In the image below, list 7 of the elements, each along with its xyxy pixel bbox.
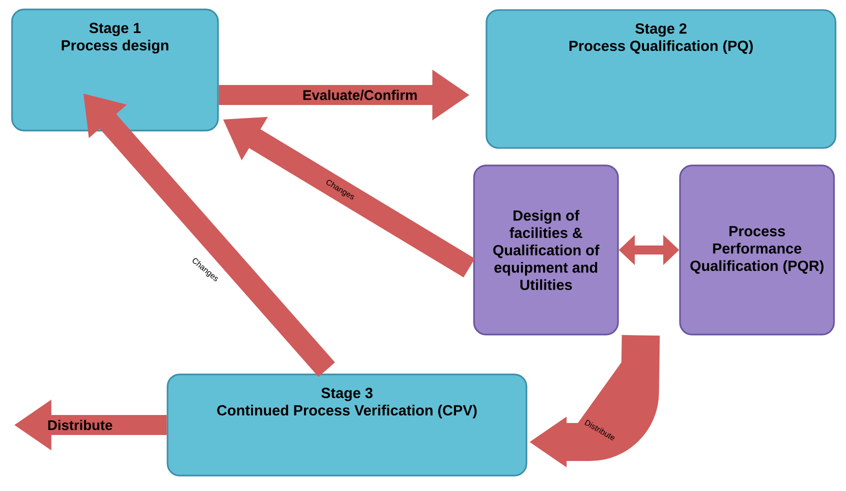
edge-label: Evaluate/Confirm [303, 90, 417, 100]
stage-box: Stage 3 Continued Process Verification (CPV) [166, 374, 528, 476]
edge-label: Distribute [48, 420, 112, 430]
sub-box: Process Performance Qualification (PQR) [679, 164, 835, 336]
stage-box: Stage 1 Process design [11, 8, 219, 132]
sub-box: Design of facilities & Qualification of equipment and Utilities [473, 164, 619, 336]
stage-box: Stage 2 Process Qualification (PQ) [486, 9, 836, 149]
